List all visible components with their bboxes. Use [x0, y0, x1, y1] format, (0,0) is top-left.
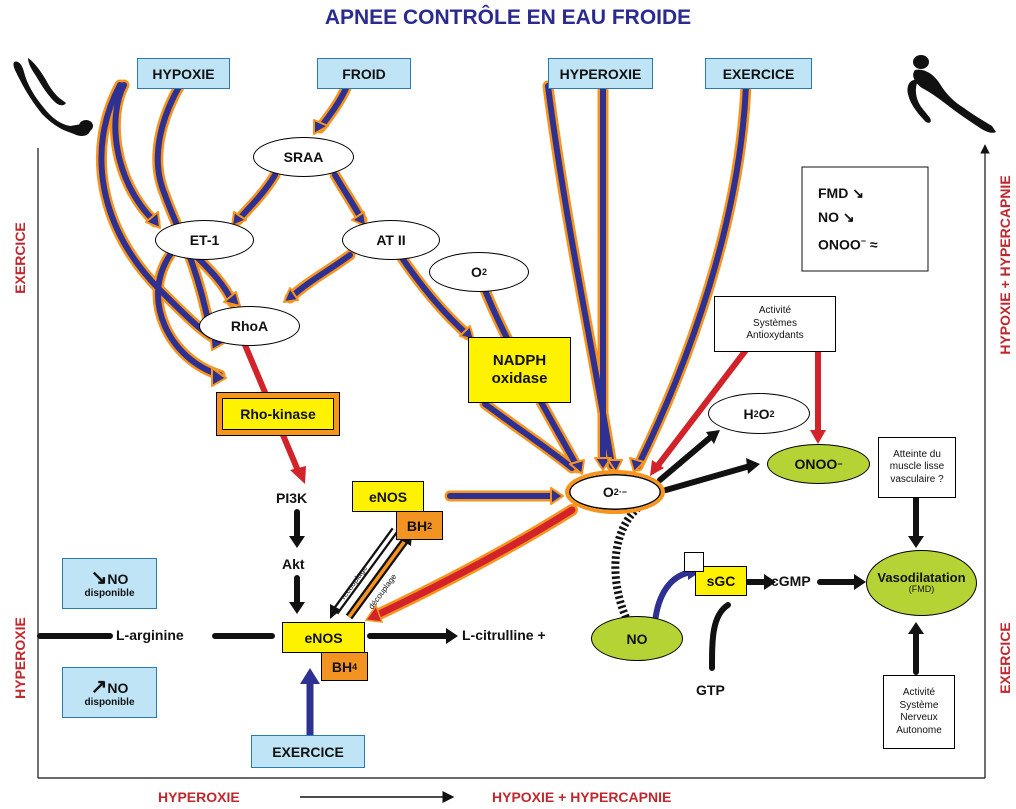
- stimulus-froid: FROID: [317, 58, 411, 89]
- bh2-main-text: BH: [406, 517, 428, 534]
- diver-left-icon: [13, 58, 93, 136]
- diver-right-icon: [907, 55, 996, 133]
- o2-main-text: O: [471, 264, 482, 280]
- summary-onoo-sup: −: [860, 236, 867, 246]
- muscle-line2: muscle lisse: [889, 461, 945, 473]
- node-rho-kinase-frame: Rho-kinase: [216, 392, 340, 436]
- axis-label-right-bottom: EXERCICE: [997, 622, 1013, 694]
- onoo-main-text: ONOO: [794, 456, 838, 472]
- summary-onoo-main: ONOO: [818, 236, 861, 253]
- red-arrows: [242, 342, 826, 623]
- no-down-row: ↘NO: [90, 566, 129, 589]
- superoxide-sup-text: ·−: [618, 487, 628, 497]
- sna-line4: Autonome: [896, 724, 942, 736]
- bh2-sub-text: 2: [427, 520, 433, 531]
- node-rho-kinase: Rho-kinase: [222, 398, 334, 430]
- sna-line2: Système: [899, 699, 939, 711]
- bh4-sub-text: 4: [352, 661, 358, 672]
- no-superoxide-dashed-arc: [611, 504, 641, 624]
- stimulus-hypoxie: HYPOXIE: [137, 58, 230, 89]
- stimulus-exercice: EXERCICE: [705, 58, 812, 89]
- pathway-arrows: [95, 79, 752, 505]
- sna-line3: Nerveux: [900, 712, 938, 723]
- node-onoo: ONOO−: [767, 444, 870, 484]
- antiox-line2: Systèmes: [753, 317, 797, 329]
- axis-label-left-bottom: HYPEROXIE: [12, 617, 28, 699]
- stimulus-exercice-bottom: EXERCICE: [251, 735, 365, 768]
- exercise-up-arrowhead: [300, 668, 320, 684]
- coupling-arrows: [330, 527, 412, 620]
- node-at2: AT II: [342, 220, 440, 260]
- label-l-citrulline: L-citrulline +: [462, 627, 546, 643]
- node-enos: eNOS: [282, 622, 365, 653]
- node-rhoa: RhoA: [199, 306, 300, 346]
- superoxide-sub-text: 2: [613, 487, 619, 497]
- axis-label-left-top: EXERCICE: [12, 222, 28, 294]
- no-up-row: ↗NO: [90, 675, 129, 698]
- no-up-sub: disponible: [84, 696, 135, 708]
- axis-label-bottom-left: HYPEROXIE: [158, 789, 240, 805]
- bh4-main-text: BH: [331, 658, 353, 675]
- no-down-sub: disponible: [84, 587, 135, 599]
- no-disponible-down-box: ↘NO disponible: [62, 558, 157, 609]
- superoxide-main-text: O: [602, 484, 614, 500]
- node-sraa: SRAA: [253, 137, 354, 177]
- fmd-text: (FMD): [908, 584, 935, 595]
- stimulus-hyperoxie: HYPEROXIE: [548, 58, 653, 89]
- sgc-heme-square: [684, 552, 704, 572]
- arrow-up-right-icon: ↗: [90, 675, 108, 698]
- label-pi3k: PI3K: [276, 490, 308, 506]
- summary-onoo-rel: ≈: [866, 236, 878, 253]
- info-antioxydants: Activité Systèmes Antioxydants: [714, 296, 836, 352]
- axis-label-bottom-right: HYPOXIE + HYPERCAPNIE: [492, 789, 672, 805]
- summary-box: FMD ↘ NO ↘ ONOO− ≈: [818, 181, 878, 257]
- no-up-label: NO: [107, 679, 129, 696]
- label-gtp: GTP: [696, 682, 725, 698]
- onoo-sup-text: −: [837, 459, 843, 469]
- summary-box-frame: [801, 166, 929, 272]
- summary-no: NO ↘: [818, 209, 855, 225]
- h2o2-h-text: H: [743, 405, 754, 422]
- nadph-line1: NADPH: [492, 352, 547, 369]
- h2o2-sub2-text: 2: [769, 408, 775, 419]
- label-l-arginine: L-arginine: [116, 627, 184, 643]
- frame-axes: [37, 144, 990, 803]
- antiox-line1: Activité: [758, 305, 792, 317]
- no-disponible-up-box: ↗NO disponible: [62, 667, 157, 718]
- no-down-label: NO: [107, 570, 129, 587]
- black-arrows: [37, 430, 924, 675]
- summary-onoo: ONOO− ≈: [818, 229, 878, 257]
- arrow-down-right-icon: ↘: [90, 566, 108, 589]
- summary-fmd: FMD ↘: [818, 185, 864, 201]
- node-enos-top: eNOS: [352, 481, 424, 512]
- axis-label-right-top: HYPOXIE + HYPERCAPNIE: [997, 175, 1013, 355]
- node-et1: ET-1: [155, 220, 254, 260]
- no-to-sgc-arrow: [652, 569, 695, 625]
- info-sna: Activité Système Nerveux Autonome: [883, 675, 955, 749]
- o2-sub-text: 2: [481, 267, 487, 277]
- node-vasodilatation: Vasodilatation (FMD): [866, 550, 977, 616]
- nadph-line2: oxidase: [491, 370, 548, 387]
- muscle-line1: Atteinte du: [893, 448, 941, 460]
- muscle-line3: vasculaire ?: [890, 473, 944, 485]
- node-no: NO: [591, 616, 683, 661]
- label-cgmp: cGMP: [771, 573, 811, 589]
- node-nadph-oxidase: NADPH oxidase: [468, 337, 571, 403]
- vasodilatation-text: Vasodilatation: [877, 569, 966, 585]
- h2o2-o-text: O: [758, 405, 770, 422]
- info-muscle-lisse: Atteinte du muscle lisse vasculaire ?: [878, 437, 956, 498]
- antiox-line3: Antioxydants: [746, 330, 804, 342]
- label-akt: Akt: [282, 556, 305, 572]
- h2o2-sub1-text: 2: [753, 408, 759, 419]
- page-title: APNEE CONTRÔLE EN EAU FROIDE: [324, 6, 692, 29]
- sna-line1: Activité: [902, 687, 936, 698]
